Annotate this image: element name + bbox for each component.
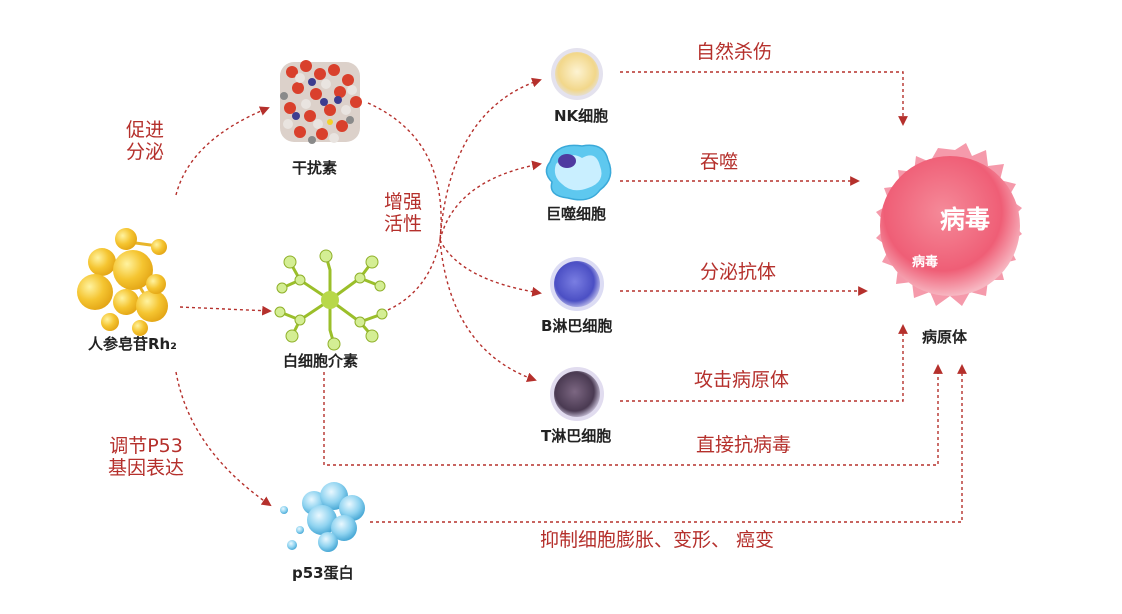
- arrow-interferon-to-hub: [367, 102, 442, 241]
- virus-label-large: 病毒: [940, 205, 991, 234]
- edge-label-regulate-line1: 调节P53: [109, 435, 183, 457]
- edge-label-promote-line2: 分泌: [126, 140, 165, 163]
- node-label-tcell: T淋巴细胞: [541, 427, 612, 445]
- node-label-pathogen: 病原体: [922, 328, 968, 346]
- edge-label-regulate-line2: 基因表达: [108, 456, 185, 479]
- arrow-p53-inhibit: [370, 364, 967, 523]
- node-label-macrophage: 巨噬细胞: [546, 205, 607, 223]
- edge-label-direct-antivirus: 直接抗病毒: [696, 434, 792, 456]
- node-label-interferon: 干扰素: [292, 159, 338, 177]
- arrow-rh2-to-interferon: [175, 106, 270, 196]
- arrow-interleukin-direct-antivirus: [323, 364, 943, 466]
- edge-label-enhance-line1: 增强: [384, 191, 423, 213]
- edge-label-attack-pathogen: 攻击病原体: [694, 369, 790, 391]
- node-label-p53: p53蛋白: [292, 564, 354, 582]
- arrow-hub-to-nk: [439, 77, 542, 241]
- node-label-interleukin: 白细胞介素: [283, 352, 359, 370]
- node-label-rh2: 人参皂苷Rh₂: [88, 335, 177, 353]
- macrophage-icon: [545, 144, 612, 201]
- arrow-nk-to-pathogen: [620, 71, 908, 126]
- node-label-bcell: B淋巴细胞: [541, 317, 613, 335]
- node-label-nk: NK细胞: [554, 107, 609, 125]
- edge-label-enhance-line2: 活性: [384, 212, 423, 235]
- ginsenoside-molecule-icon: [77, 228, 168, 336]
- arrow-hub-to-bcell: [439, 239, 542, 297]
- arrow-interleukin-to-hub: [387, 239, 441, 311]
- edge-label-promote-line1: 促进: [126, 119, 165, 141]
- arrow-rh2-to-interleukin: [179, 305, 272, 316]
- p53-protein-icon: [280, 482, 365, 552]
- edge-label-regulate-p53: 调节P53 基因表达: [108, 435, 185, 480]
- arrow-tcell-to-pathogen: [620, 324, 908, 402]
- edge-label-natural-kill: 自然杀伤: [696, 41, 773, 63]
- arrow-hub-to-tcell: [439, 239, 537, 383]
- edge-label-secrete-antibody: 分泌抗体: [700, 261, 777, 283]
- interleukin-molecule-icon: [274, 249, 388, 351]
- t-cell-icon: [550, 367, 604, 421]
- virus-label-small: 病毒: [912, 255, 939, 270]
- edge-label-inhibit: 抑制细胞膨胀、变形、 癌变: [540, 529, 775, 551]
- edge-label-phagocytose: 吞噬: [700, 151, 739, 173]
- edge-label-promote-secrete: 促进 分泌: [126, 119, 165, 164]
- arrow-hub-to-macrophage: [439, 160, 542, 241]
- arrow-rh2-to-p53: [175, 371, 272, 507]
- interferon-protein-icon: [280, 60, 362, 144]
- nk-cell-icon: [551, 48, 603, 100]
- arrows: [175, 71, 967, 523]
- pathogen-virus-icon: [876, 143, 1022, 306]
- b-cell-icon: [550, 257, 604, 311]
- edge-label-enhance-activity: 增强 活性: [384, 191, 423, 236]
